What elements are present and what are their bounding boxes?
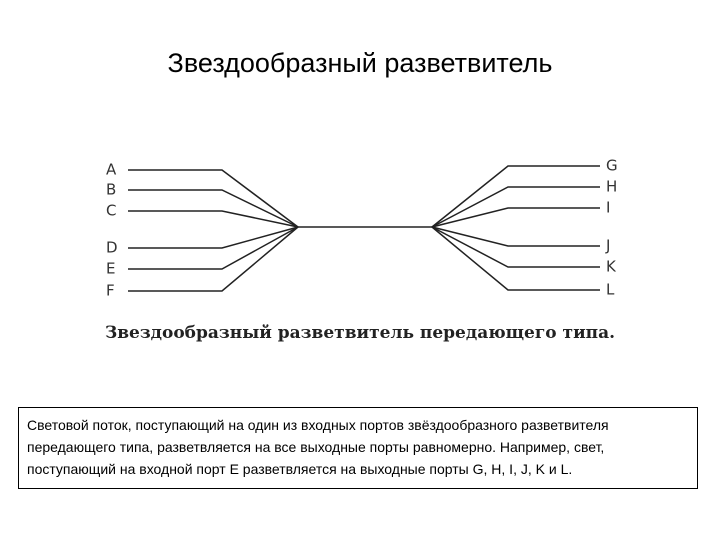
output-fiber-j xyxy=(431,226,600,247)
input-port-label-f: F xyxy=(106,282,115,300)
input-fiber-c xyxy=(128,210,299,228)
output-port-label-k: K xyxy=(606,258,617,276)
output-port-label-j: J xyxy=(605,237,610,255)
input-port-labels: ABC DEF xyxy=(106,161,118,300)
output-port-labels: GHI JKL xyxy=(605,157,618,299)
input-port-label-d: D xyxy=(106,239,118,257)
output-fiber-g xyxy=(431,165,600,228)
output-port-label-h: H xyxy=(606,178,617,196)
input-port-label-c: C xyxy=(106,202,116,220)
input-port-label-a: A xyxy=(106,161,117,179)
output-port-label-l: L xyxy=(606,281,615,299)
output-fiber-i xyxy=(431,207,600,228)
output-fiber-l xyxy=(431,226,600,291)
output-port-label-i: I xyxy=(606,199,610,217)
output-fiber-h xyxy=(431,186,600,228)
input-port-label-e: E xyxy=(106,260,115,278)
input-fiber-d xyxy=(128,226,299,249)
input-fiber-b xyxy=(128,189,299,228)
input-fiber-a xyxy=(128,169,299,228)
description-box: Световой поток, поступающий на один из в… xyxy=(18,407,698,489)
input-fibers xyxy=(128,169,299,292)
star-coupler-diagram: ABC DEF GHI JKL xyxy=(106,157,618,300)
input-fiber-e xyxy=(128,226,299,270)
output-fiber-k xyxy=(431,226,600,268)
slide-title: Звездообразный разветвитель xyxy=(167,48,553,78)
output-fibers xyxy=(431,165,600,291)
diagram-caption: Звездообразный разветвитель передающего … xyxy=(104,323,616,343)
output-port-label-g: G xyxy=(606,157,618,175)
input-fiber-f xyxy=(128,226,299,292)
input-port-label-b: B xyxy=(106,181,116,199)
